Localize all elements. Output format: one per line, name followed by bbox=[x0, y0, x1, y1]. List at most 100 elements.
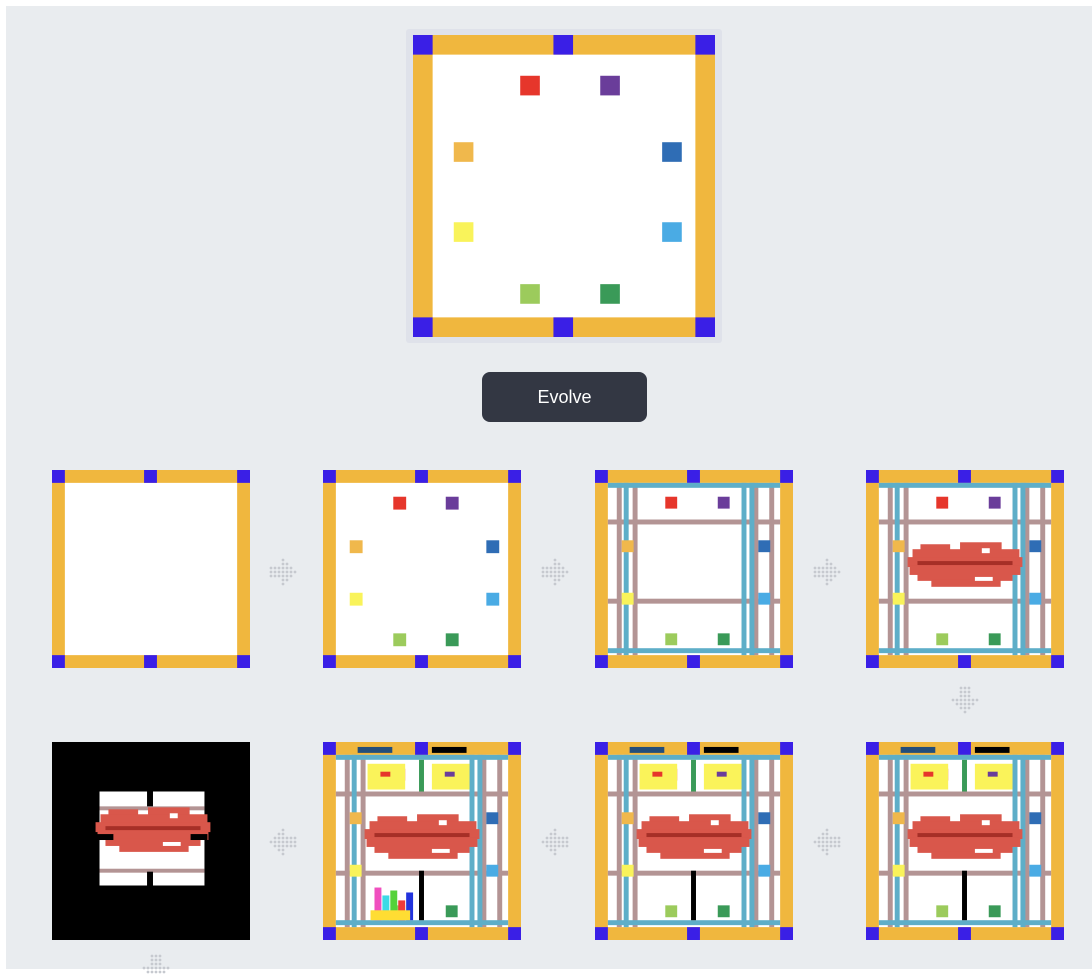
color-dot bbox=[936, 905, 948, 917]
black-rod bbox=[419, 871, 424, 921]
arrow-dot bbox=[960, 687, 963, 690]
color-dot bbox=[1029, 865, 1041, 877]
arrow-dot bbox=[834, 571, 837, 574]
evolution-stage-crop-black[interactable] bbox=[52, 742, 250, 940]
color-dot bbox=[1029, 812, 1041, 824]
arrow-dot bbox=[830, 845, 833, 848]
color-dot bbox=[350, 593, 363, 606]
corner-marker bbox=[52, 655, 65, 668]
corner-marker bbox=[415, 470, 428, 483]
evolution-stage-grid[interactable] bbox=[595, 470, 793, 668]
corner-marker bbox=[415, 655, 428, 668]
arrow-dot bbox=[278, 849, 281, 852]
corner-marker bbox=[1051, 742, 1064, 755]
arrow-dot bbox=[550, 833, 553, 836]
arrow-dot bbox=[566, 571, 569, 574]
evolve-button[interactable]: Evolve bbox=[482, 372, 647, 422]
lips-pixel bbox=[417, 814, 459, 822]
color-dot bbox=[446, 633, 459, 646]
evolution-stage-bars[interactable] bbox=[866, 742, 1064, 940]
color-dot bbox=[758, 812, 770, 824]
corner-marker bbox=[958, 655, 971, 668]
arrow-dot bbox=[960, 695, 963, 698]
grid-line bbox=[1020, 755, 1025, 927]
arrow-dot bbox=[151, 971, 154, 974]
color-dot bbox=[893, 540, 905, 552]
workspace: Evolve bbox=[6, 6, 1092, 969]
grid-line bbox=[497, 755, 502, 927]
arrow-dot bbox=[558, 571, 561, 574]
corner-marker bbox=[958, 470, 971, 483]
arrow-dot bbox=[554, 845, 557, 848]
main-pattern-card[interactable] bbox=[406, 29, 722, 343]
arrow-dot bbox=[282, 571, 285, 574]
lips-pixel bbox=[374, 833, 469, 837]
color-dot bbox=[665, 905, 677, 917]
corner-marker bbox=[144, 655, 157, 668]
corner-marker bbox=[508, 655, 521, 668]
arrow-dot bbox=[830, 571, 833, 574]
corner-marker bbox=[687, 742, 700, 755]
dotted-arrow-right-icon bbox=[811, 556, 843, 593]
frame-right bbox=[508, 470, 521, 668]
arrow-dot bbox=[278, 837, 281, 840]
color-block bbox=[371, 910, 411, 920]
black-rod bbox=[962, 871, 967, 921]
arrow-dot bbox=[554, 849, 557, 852]
arrow-dot bbox=[282, 853, 285, 856]
color-dot bbox=[665, 633, 677, 645]
corner-marker bbox=[553, 317, 573, 337]
arrow-dot bbox=[282, 579, 285, 582]
grid-line bbox=[1020, 483, 1025, 655]
stage-frame-pattern bbox=[52, 470, 250, 668]
grid-line bbox=[633, 483, 638, 655]
evolution-stage-frame[interactable] bbox=[52, 470, 250, 668]
arrow-dot bbox=[151, 959, 154, 962]
arrow-dot bbox=[566, 841, 569, 844]
arrow-dot bbox=[554, 583, 557, 586]
yellow-box bbox=[640, 764, 678, 790]
color-dot bbox=[718, 497, 730, 509]
frame-left bbox=[413, 35, 433, 337]
arrow-dot bbox=[554, 559, 557, 562]
arrow-dot bbox=[282, 837, 285, 840]
arrow-dot bbox=[282, 567, 285, 570]
corner-marker bbox=[1051, 927, 1064, 940]
evolution-stage-lips[interactable] bbox=[866, 470, 1064, 668]
evolution-stage-dots[interactable] bbox=[323, 470, 521, 668]
arrow-dot bbox=[286, 571, 289, 574]
lips-pixel bbox=[374, 845, 469, 853]
evolution-stage-bars-rod[interactable] bbox=[595, 742, 793, 940]
corner-marker bbox=[866, 655, 879, 668]
grid-line bbox=[1040, 755, 1045, 927]
color-dot bbox=[393, 633, 406, 646]
color-dot bbox=[454, 222, 474, 242]
evolution-stage-bars-rod-blocks[interactable] bbox=[323, 742, 521, 940]
arrow-dot bbox=[960, 707, 963, 710]
lips-pixel bbox=[982, 820, 990, 825]
grid-line bbox=[888, 483, 893, 655]
arrow-dot bbox=[550, 567, 553, 570]
dotted-arrow-left-icon bbox=[811, 826, 843, 863]
corner-marker bbox=[508, 927, 521, 940]
arrow-dot bbox=[550, 837, 553, 840]
lips-pixel bbox=[960, 814, 1002, 822]
color-dot bbox=[989, 905, 1001, 917]
arrow-dot bbox=[826, 849, 829, 852]
arrow-dot bbox=[286, 579, 289, 582]
top-bar bbox=[630, 747, 665, 753]
color-dot bbox=[936, 497, 948, 509]
frame-left bbox=[866, 470, 879, 668]
arrow-dot bbox=[274, 837, 277, 840]
arrow-dot bbox=[972, 703, 975, 706]
grid-line bbox=[477, 755, 482, 927]
grid-line bbox=[742, 483, 747, 655]
yellow-box bbox=[911, 764, 949, 790]
arrow-dot bbox=[546, 575, 549, 578]
arrow-dot bbox=[554, 579, 557, 582]
corner-marker bbox=[695, 317, 715, 337]
color-dot bbox=[758, 593, 770, 605]
arrow-dot bbox=[838, 845, 841, 848]
arrow-dot bbox=[956, 699, 959, 702]
arrow-dot bbox=[826, 833, 829, 836]
